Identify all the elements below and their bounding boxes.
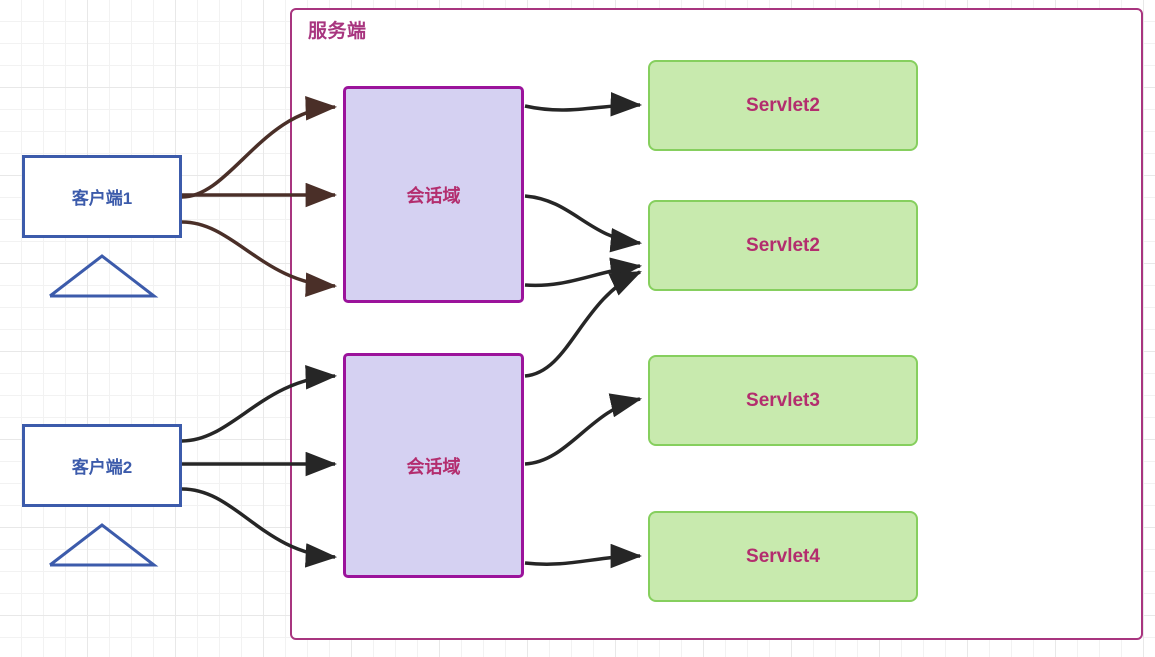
client-1-screen: 客户端1 [22, 155, 182, 238]
servlet-box-1-label: Servlet2 [746, 94, 820, 116]
servlet-box-3[interactable]: Servlet3 [648, 355, 918, 446]
servlet-box-3-label: Servlet3 [746, 389, 820, 411]
session-scope-2-label: 会话域 [406, 456, 461, 477]
servlet-box-2-label: Servlet2 [746, 234, 820, 256]
client-1-stand-icon [49, 254, 159, 298]
session-scope-1[interactable]: 会话域 [343, 86, 524, 303]
client-1-label: 客户端1 [71, 189, 133, 208]
client-2-stand-icon [49, 523, 159, 567]
servlet-box-4[interactable]: Servlet4 [648, 511, 918, 602]
servlet-box-1[interactable]: Servlet2 [648, 60, 918, 151]
client-2-screen: 客户端2 [22, 424, 182, 507]
servlet-box-4-label: Servlet4 [746, 545, 820, 567]
session-scope-1-label: 会话域 [406, 185, 461, 206]
servlet-box-2[interactable]: Servlet2 [648, 200, 918, 291]
client-2-label: 客户端2 [71, 458, 133, 477]
server-title: 服务端 [308, 21, 367, 42]
session-scope-2[interactable]: 会话域 [343, 353, 524, 578]
